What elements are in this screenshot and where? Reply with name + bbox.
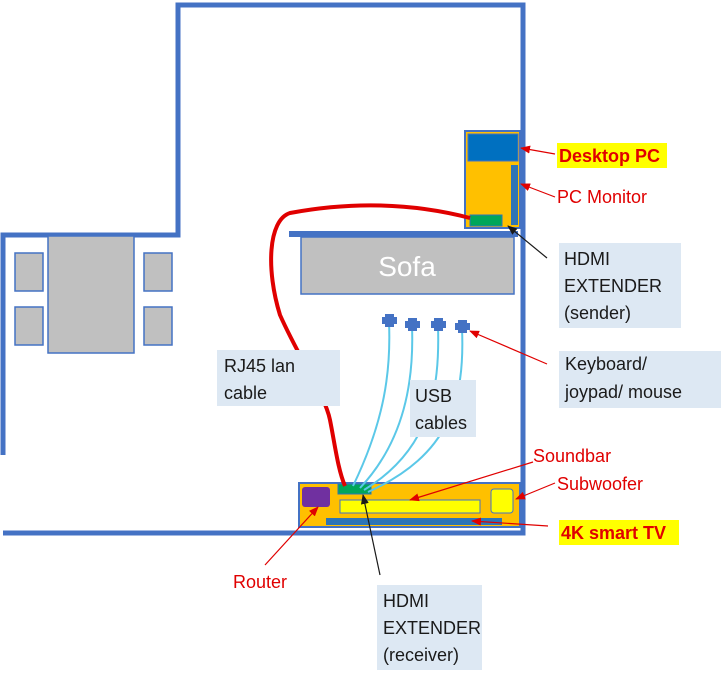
hdmi-receiver-label: HDMI EXTENDER (receiver) (383, 591, 486, 665)
chair (14, 252, 44, 292)
hdmi-sender-label: HDMI EXTENDER (sender) (564, 249, 667, 323)
soundbar (339, 499, 481, 514)
rj45-note-bg (217, 350, 340, 406)
tv-highlight (559, 520, 679, 545)
tv-label: 4K smart TV (561, 523, 666, 543)
usb-plug-icon (382, 314, 397, 327)
sofa (300, 236, 515, 295)
tv (326, 518, 502, 525)
sofa-back (289, 231, 518, 237)
hdmi-receiver-note-bg (377, 585, 482, 670)
chair (14, 306, 44, 346)
dining-table (47, 235, 135, 354)
sofa-label: Sofa (378, 251, 436, 282)
router-label: Router (233, 572, 287, 592)
chair (143, 306, 173, 346)
subwoofer (490, 488, 514, 514)
rj45-lan-cable (269, 203, 471, 487)
pc-monitor (511, 165, 518, 225)
room-walls (0, 2, 526, 536)
soundbar-label: Soundbar (533, 446, 611, 466)
desktop-pc-label: Desktop PC (559, 146, 660, 166)
router (302, 487, 330, 507)
usb-note-bg (410, 380, 476, 437)
subwoofer-label: Subwoofer (557, 474, 643, 494)
hdmi-extender-sender (469, 214, 503, 227)
dining-set (14, 235, 173, 354)
usb-plug-icon (405, 318, 420, 331)
pc-monitor-label: PC Monitor (557, 187, 647, 207)
keyboard-note-bg (559, 351, 721, 408)
usb-plug-icon (431, 318, 446, 331)
hdmi-sender-note-bg (559, 243, 681, 328)
chair (143, 252, 173, 292)
usb-label: USB cables (415, 386, 467, 433)
keyboard-label: Keyboard/ joypad/ mouse (564, 354, 682, 402)
rj45-label: RJ45 lan cable (224, 356, 300, 403)
desktop-pc (467, 133, 519, 162)
usb-plugs (382, 314, 470, 333)
desktop-pc-highlight (557, 143, 667, 168)
usb-plug-icon (455, 320, 470, 333)
callout-arrows (264, 145, 556, 576)
